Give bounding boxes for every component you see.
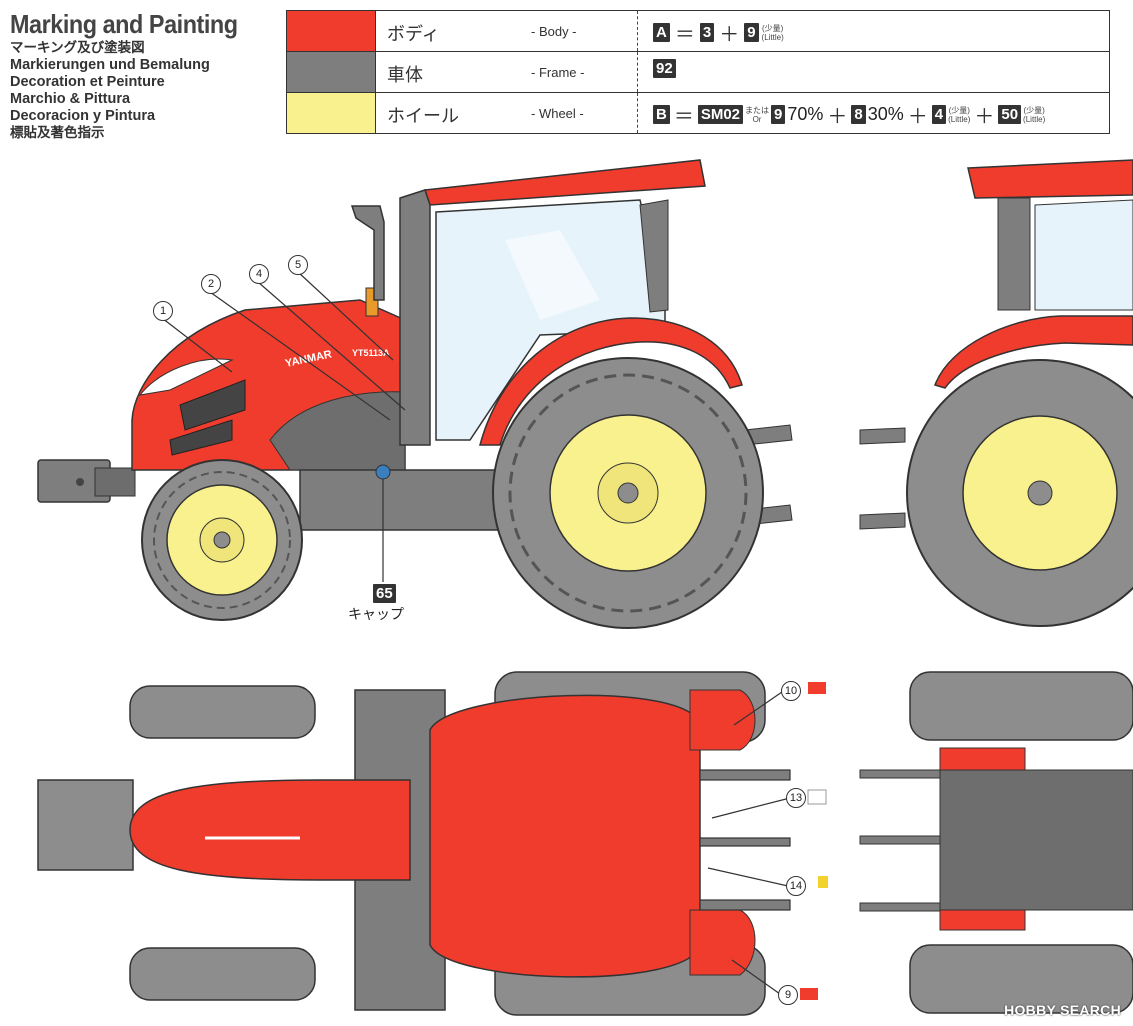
or-en: Or xyxy=(752,114,762,124)
callout-14: 14 xyxy=(786,876,806,896)
plus-sign: ＋ xyxy=(974,106,995,128)
hobby-search-watermark: HOBBY SEARCH xyxy=(1004,1002,1121,1018)
cabin xyxy=(399,159,706,446)
paint-code-a: A xyxy=(653,23,670,42)
front-weight xyxy=(37,459,136,503)
legend-row-frame: 車体 - Frame - 92 xyxy=(287,52,1109,93)
wheel-label-en: - Wheel - xyxy=(531,106,584,121)
equals-sign: ＝ xyxy=(674,24,695,46)
cap-label: キャップ xyxy=(348,607,404,623)
header-line-jp: マーキング及び塗装図 xyxy=(10,40,145,56)
callout-4: 4 xyxy=(249,264,269,284)
frame-label-jp: 車体 xyxy=(387,65,423,86)
little-note: (少量)(Little) xyxy=(1023,106,1045,124)
front-tire-top-right xyxy=(129,947,316,1001)
decal-13-icon xyxy=(807,789,827,805)
header-line-it: Marchio & Pittura xyxy=(10,91,131,107)
tractor-top-view xyxy=(37,671,1133,1016)
equals-sign: ＝ xyxy=(673,106,694,128)
legend-row-body: ボディ - Body - A ＝ 3 ＋ 9 (少量)(Little) xyxy=(287,11,1109,52)
cap-paint-code: 65 xyxy=(373,584,396,603)
callout-leaders xyxy=(161,271,406,421)
little-en: (Little) xyxy=(761,32,784,42)
header-line-de: Markierungen und Bemalung xyxy=(10,57,210,73)
tractor-side-view-partial xyxy=(859,159,1133,627)
little-en: (Little) xyxy=(1023,114,1046,124)
tractor-side-view: YANMAR YT5113A xyxy=(37,159,1133,629)
little-jp: (少量) xyxy=(948,105,970,115)
percent-30: 30% xyxy=(867,104,904,124)
paint-code-8: 8 xyxy=(851,105,866,124)
header-line-zh: 標貼及著色指示 xyxy=(10,125,105,141)
paint-code-sm02: SM02 xyxy=(697,105,744,124)
front-wheel xyxy=(141,459,303,621)
callout-leaders-top xyxy=(707,691,791,995)
front-tire-top-left xyxy=(129,685,316,739)
page-title: Marking and Painting xyxy=(10,9,238,39)
callout-2: 2 xyxy=(201,274,221,294)
header: Marking and Painting マーキング及び塗装図 Markieru… xyxy=(10,8,280,142)
body-label-jp: ボディ xyxy=(387,24,440,45)
body-color-swatch xyxy=(287,11,376,51)
wheel-label-jp: ホイール xyxy=(387,106,459,127)
callout-13: 13 xyxy=(786,788,806,808)
callout-5: 5 xyxy=(288,255,308,275)
paint-code-50: 50 xyxy=(998,105,1022,124)
fender-top-left xyxy=(689,689,756,751)
frame-color-swatch xyxy=(287,52,376,92)
legend-divider xyxy=(637,11,638,51)
frame-label-en: - Frame - xyxy=(531,65,585,80)
plus-sign: ＋ xyxy=(719,24,740,46)
callout-9: 9 xyxy=(778,985,798,1005)
plus-sign: ＋ xyxy=(827,106,848,128)
plus-sign: ＋ xyxy=(907,106,928,128)
little-note: (少量)(Little) xyxy=(948,106,970,124)
decal-9-icon xyxy=(800,988,818,1000)
chassis xyxy=(299,469,501,531)
rear-fender xyxy=(479,317,743,446)
paint-code-92: 92 xyxy=(653,59,676,78)
header-line-fr: Decoration et Peinture xyxy=(10,74,165,90)
decal-14-icon xyxy=(818,876,828,888)
paint-code-9: 9 xyxy=(744,23,759,42)
callout-10: 10 xyxy=(781,681,801,701)
model-text: YT5113A xyxy=(352,348,390,358)
body-formula: A ＝ 3 ＋ 9 (少量)(Little) xyxy=(653,18,784,47)
rear-wheel xyxy=(492,357,764,629)
color-legend-table: ボディ - Body - A ＝ 3 ＋ 9 (少量)(Little) 車体 -… xyxy=(286,10,1110,134)
paint-code-3: 3 xyxy=(699,23,715,42)
hood-top xyxy=(129,779,411,881)
little-note: (少量)(Little) xyxy=(762,24,784,42)
little-en: (Little) xyxy=(948,114,971,124)
paint-code-b: B xyxy=(653,105,670,124)
little-jp: (少量) xyxy=(1023,105,1045,115)
fender-top-right xyxy=(689,909,756,976)
wheel-color-swatch xyxy=(287,93,376,133)
tractor-top-view-partial xyxy=(859,671,1133,1014)
little-jp: (少量) xyxy=(761,23,784,33)
legend-divider xyxy=(637,93,638,133)
frame-formula: 92 xyxy=(653,59,676,78)
cabin-roof-top xyxy=(429,694,701,978)
paint-code-9: 9 xyxy=(771,105,786,124)
tractor-hood: YANMAR YT5113A xyxy=(131,287,406,471)
or-jp: または xyxy=(745,105,770,115)
rear-hitch-top xyxy=(699,769,791,911)
legend-divider xyxy=(637,52,638,92)
percent-70: 70% xyxy=(787,104,824,124)
front-weight-top xyxy=(37,779,134,871)
paint-code-4: 4 xyxy=(931,105,947,124)
cap-marker xyxy=(375,464,391,582)
body-label-en: - Body - xyxy=(531,24,577,39)
callout-1: 1 xyxy=(153,301,173,321)
header-line-es: Decoracion y Pintura xyxy=(10,108,156,124)
exhaust-pipe xyxy=(350,205,385,301)
decal-10-icon xyxy=(808,682,826,694)
